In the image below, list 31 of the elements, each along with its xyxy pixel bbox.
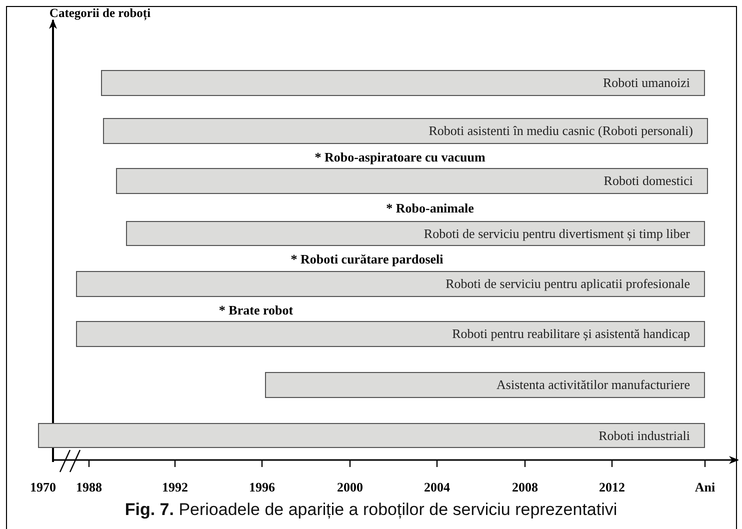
tick-label: 2012 — [599, 478, 625, 496]
bar-label: Roboti de serviciu pentru aplicatii profesionale — [446, 275, 690, 294]
timeline-bar — [116, 168, 708, 194]
note-text: * Roboti curătare pardoseli — [290, 250, 444, 268]
tick-label: 1992 — [162, 478, 188, 496]
bar-label: Roboti domestici — [604, 172, 693, 190]
tick-label: 1988 — [76, 478, 102, 496]
tick-label: Ani — [694, 478, 716, 496]
tick-label: 1970 — [30, 478, 56, 496]
timeline-bar — [38, 423, 705, 448]
bar-label: Roboti industriali — [598, 426, 690, 445]
timeline-bar — [76, 271, 705, 297]
timeline-bar — [103, 118, 708, 144]
note-text: * Robo-animale — [386, 199, 474, 218]
timeline-bar — [76, 321, 705, 347]
tick-label: 2004 — [424, 478, 450, 496]
tick-label: 1996 — [249, 478, 275, 496]
timeline-bar — [101, 70, 705, 96]
axis-title: Categorii de roboți — [48, 5, 152, 22]
note-text: * Robo-aspiratoare cu vacuum — [314, 148, 486, 166]
tick-label: 2000 — [337, 478, 363, 496]
figure-caption: Fig. 7. Perioadele de apariție a roboților de serviciu reprezentativi — [124, 499, 618, 521]
bar-label: Roboti umanoizi — [602, 74, 690, 92]
bar-label: Roboti asistenti în mediu casnic (Roboti personali) — [428, 122, 693, 140]
note-text: * Brate robot — [218, 301, 294, 320]
bar-label: Roboti pentru reabilitare și asistentă handicap — [452, 325, 690, 344]
timeline-bar — [126, 221, 705, 246]
bar-label: Roboti de serviciu pentru divertisment și timp liber — [424, 224, 690, 243]
timeline-bar — [265, 372, 705, 398]
tick-label: 2008 — [512, 478, 538, 496]
bar-label: Asistenta activitătilor manufacturiere — [496, 376, 690, 394]
